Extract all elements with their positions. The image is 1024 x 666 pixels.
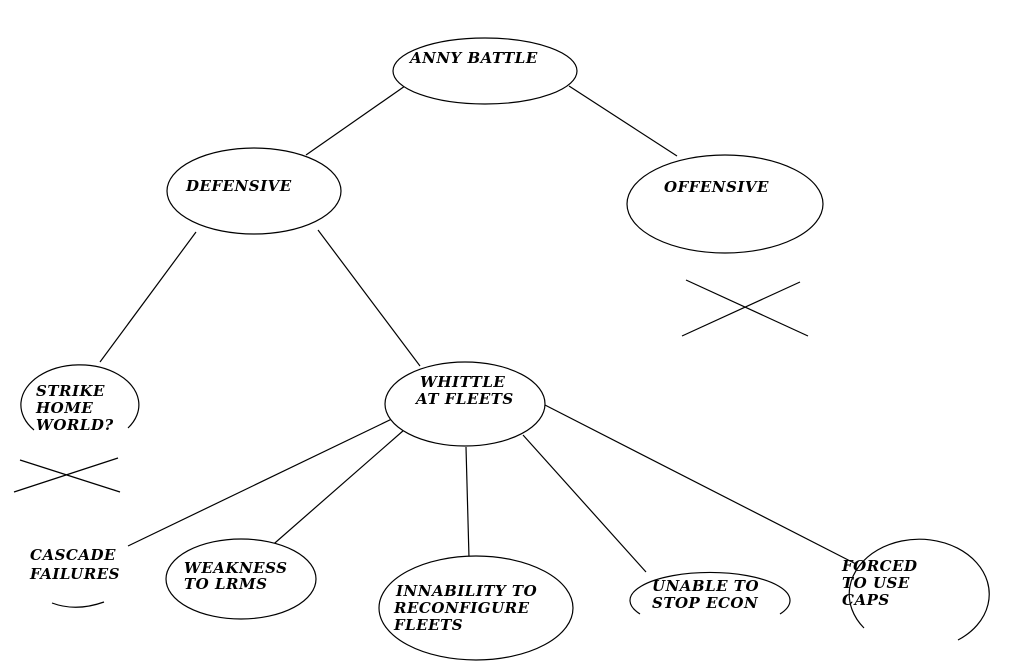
node-strike-line-2: HOME [35, 399, 93, 417]
node-strike-label: STRIKE HOME WORLD? [35, 382, 114, 434]
node-whittle-at-fleets: WHITTLE AT FLEETS [384, 361, 546, 447]
node-innability-line-3: FLEETS [393, 616, 463, 634]
node-forced-line-2: TO USE [842, 574, 910, 592]
node-unable-to-stop-econ: UNABLE TO STOP ECON [629, 571, 791, 615]
node-whittle-line-1: WHITTLE [420, 373, 505, 391]
node-forced-line-3: CAPS [842, 591, 890, 609]
strike-cross-mark [13, 457, 121, 493]
edges [99, 85, 857, 573]
node-cascade-line-1: CASCADE [30, 546, 116, 564]
node-offensive-label: OFFENSIVE [664, 178, 769, 196]
node-strike-home-world: STRIKE HOME WORLD? [20, 364, 140, 434]
node-cascade-failures: CASCADE FAILURES [29, 546, 122, 608]
edge-whittle-forced [542, 403, 857, 565]
strike-cross-stroke-b [13, 457, 119, 493]
node-unable-label: UNABLE TO STOP ECON [652, 577, 765, 612]
offensive-cross-stroke-b [681, 281, 801, 337]
node-innability-to-reconfigure: INNABILITY TO RECONFIGURE FLEETS [378, 555, 574, 661]
edge-whittle-cascade [127, 416, 397, 547]
edge-defensive-strike [99, 231, 197, 363]
node-defensive-label: DEFENSIVE [185, 177, 292, 195]
edge-root-offensive [568, 85, 678, 157]
edge-whittle-innability [465, 446, 470, 559]
strike-cross-stroke-a [19, 459, 121, 493]
node-weakness-to-lrms: WEAKNESS TO LRMS [165, 538, 317, 620]
node-offensive: OFFENSIVE [626, 154, 824, 254]
node-cascade-label: CASCADE FAILURES [29, 546, 122, 583]
node-whittle-ellipse [384, 361, 546, 447]
node-forced-to-use-caps: FORCED TO USE CAPS [841, 538, 990, 641]
node-strike-line-3: WORLD? [36, 416, 114, 434]
node-unable-line-2: STOP ECON [652, 594, 759, 612]
node-cascade-arc [51, 601, 105, 608]
node-innability-line-1: INNABILITY TO [395, 582, 537, 600]
node-strike-ellipse [20, 364, 140, 431]
node-defensive: DEFENSIVE [166, 147, 342, 235]
edge-whittle-weakness [267, 429, 405, 550]
node-root-label: ANNY BATTLE [408, 49, 538, 67]
node-unable-ellipse [629, 571, 791, 615]
node-forced-ellipse [848, 538, 990, 641]
node-innability-ellipse [378, 555, 574, 661]
node-forced-line-1: FORCED [841, 557, 918, 575]
edge-defensive-whittle [317, 229, 421, 367]
node-innability-label: INNABILITY TO RECONFIGURE FLEETS [393, 582, 543, 634]
node-cascade-line-2: FAILURES [29, 565, 120, 583]
offensive-cross-stroke-a [685, 279, 809, 337]
node-weakness-line-1: WEAKNESS [184, 559, 287, 577]
node-weakness-label: WEAKNESS TO LRMS [184, 559, 293, 593]
node-strike-line-1: STRIKE [36, 382, 105, 400]
node-weakness-ellipse [165, 538, 317, 620]
node-defensive-ellipse [166, 147, 342, 235]
node-offensive-ellipse [626, 154, 824, 254]
node-weakness-line-2: TO LRMS [184, 575, 267, 593]
node-innability-line-2: RECONFIGURE [393, 599, 530, 617]
offensive-cross-mark [681, 279, 809, 337]
node-root: ANNY BATTLE [392, 37, 578, 105]
node-root-ellipse [392, 37, 578, 105]
edge-whittle-unable [522, 434, 647, 573]
node-unable-line-1: UNABLE TO [652, 577, 759, 595]
node-whittle-label: WHITTLE AT FLEETS [414, 373, 514, 408]
node-forced-label: FORCED TO USE CAPS [841, 557, 923, 609]
node-whittle-line-2: AT FLEETS [414, 390, 514, 408]
edge-root-defensive [305, 85, 406, 156]
